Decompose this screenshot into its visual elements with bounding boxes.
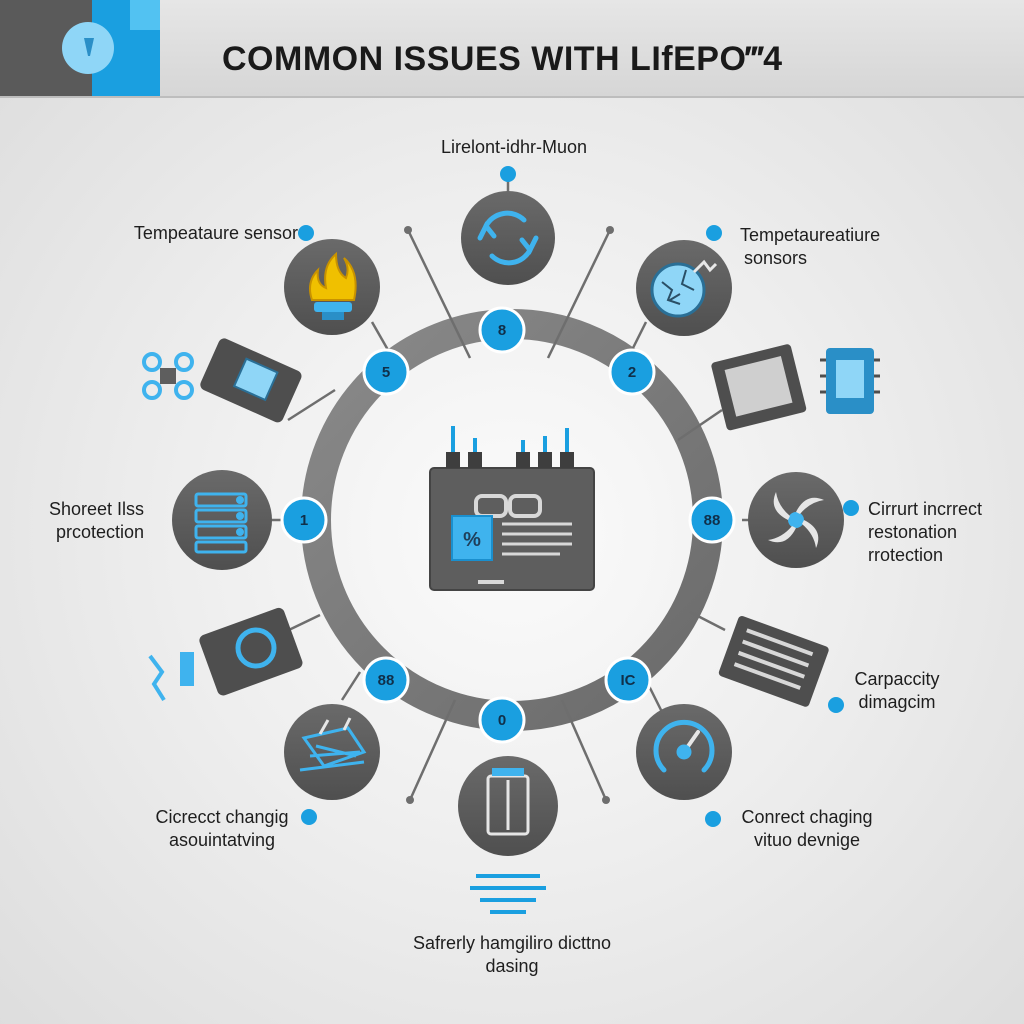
ring-marker-upper-left: 5 (382, 364, 390, 381)
node-left (172, 470, 272, 570)
recycle-arrows-icon (477, 210, 539, 266)
node-lower-left (284, 704, 380, 800)
ring-marker-lower-right: IC (621, 672, 636, 689)
signal-waves-icon (470, 874, 546, 914)
battery-cabinet-icon (486, 768, 530, 836)
charging-module-icon (200, 338, 302, 423)
server-rack-icon (194, 492, 248, 554)
circuit-board-icon (711, 344, 807, 431)
logo-icon (62, 22, 114, 74)
node-upper-left (284, 239, 380, 335)
label-right: Cirrurt incrrect restonation rrotection (868, 499, 983, 565)
fan-icon (768, 492, 824, 548)
ring-marker-upper-right: 2 (628, 364, 636, 381)
ring-marker-left: 1 (300, 512, 308, 529)
page-title: COMMON ISSUES WITH LIfEPO‴4 (222, 40, 783, 78)
gauge-icon (653, 719, 715, 773)
plug-icon (148, 607, 303, 702)
ring-marker-lower-left: 88 (378, 672, 395, 689)
node-upper-right (636, 240, 732, 336)
shattered-cell-icon (299, 717, 367, 772)
connector-ends (404, 226, 614, 804)
ring-marker-bottom: 0 (498, 712, 506, 729)
ring-marker-top: 8 (498, 322, 506, 339)
logo-blue-accent (130, 0, 160, 30)
svg-text:%: % (463, 529, 481, 551)
label-top: Lirelont-idhr-Muon (440, 137, 588, 157)
label-lower-right-2: Conrect chaging vituo devnige (741, 807, 873, 850)
ring-markers (280, 306, 736, 744)
label-bottom: Safrerly hamgiliro dicttno dasing (412, 933, 612, 976)
label-upper-right: Tempetaureatiure sonsors (740, 225, 881, 268)
node-lower-right (636, 704, 732, 800)
label-upper-left: Tempeataure sensor (133, 223, 298, 243)
flame-icon (309, 251, 357, 320)
label-lower-right: Carpaccity dimagcim (854, 669, 940, 712)
processor-icon (820, 348, 880, 414)
label-dots (298, 166, 859, 827)
node-top (461, 191, 555, 285)
label-left: Shoreet Ilss prcotection (48, 499, 144, 542)
label-lower-left: Cicrecct changig asouintatving (155, 807, 289, 850)
central-battery-icon: % (429, 426, 595, 591)
battery-pack-icon (718, 616, 829, 707)
cracked-cell-icon (650, 259, 718, 318)
ring-marker-right: 88 (704, 512, 721, 529)
chip-cluster-icon (142, 352, 194, 400)
header-bar (0, 0, 1024, 98)
node-right (748, 472, 844, 568)
node-bottom (458, 756, 558, 856)
